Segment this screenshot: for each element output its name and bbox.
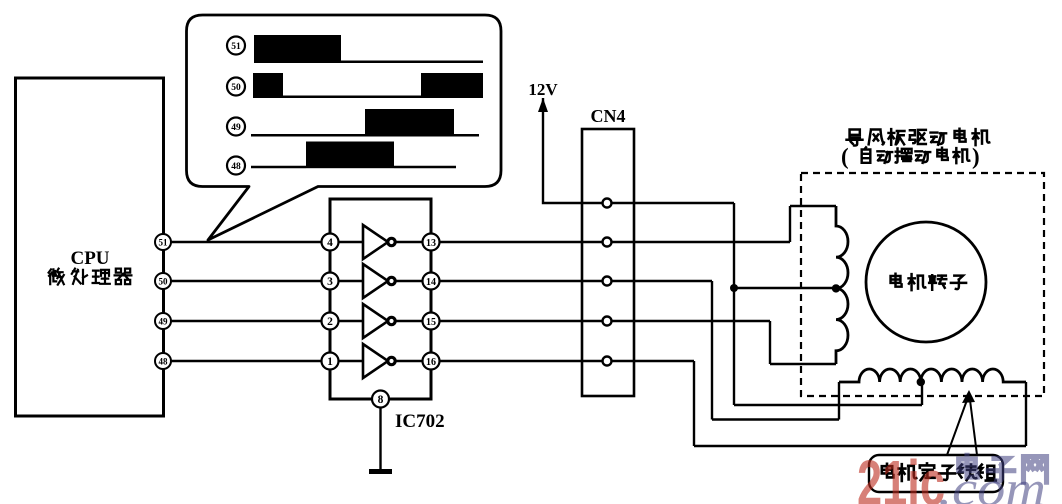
- svg-text:49: 49: [159, 317, 169, 327]
- svg-text:13: 13: [426, 238, 436, 249]
- svg-text:8: 8: [378, 394, 384, 406]
- svg-text:16: 16: [426, 357, 436, 368]
- svg-text:50: 50: [231, 83, 241, 93]
- svg-text:50: 50: [159, 277, 169, 287]
- svg-text:49: 49: [231, 123, 241, 133]
- svg-text:2: 2: [327, 316, 333, 328]
- svg-text:51: 51: [159, 238, 169, 248]
- svg-text:15: 15: [426, 317, 436, 328]
- svg-text:4: 4: [327, 237, 333, 249]
- svg-text:): ): [972, 144, 980, 169]
- svg-text:14: 14: [426, 277, 436, 288]
- svg-text:48: 48: [231, 162, 241, 172]
- svg-text:(: (: [841, 144, 849, 169]
- svg-text:1: 1: [327, 356, 333, 368]
- svg-text:3: 3: [327, 276, 333, 288]
- svg-text:CN4: CN4: [591, 106, 626, 126]
- svg-text:48: 48: [159, 357, 169, 367]
- svg-text:51: 51: [231, 42, 241, 52]
- svg-text:12V: 12V: [528, 80, 558, 99]
- svg-text:IC702: IC702: [395, 411, 445, 432]
- svg-text:21ic: 21ic: [857, 447, 945, 504]
- svg-text:CPU: CPU: [70, 248, 109, 269]
